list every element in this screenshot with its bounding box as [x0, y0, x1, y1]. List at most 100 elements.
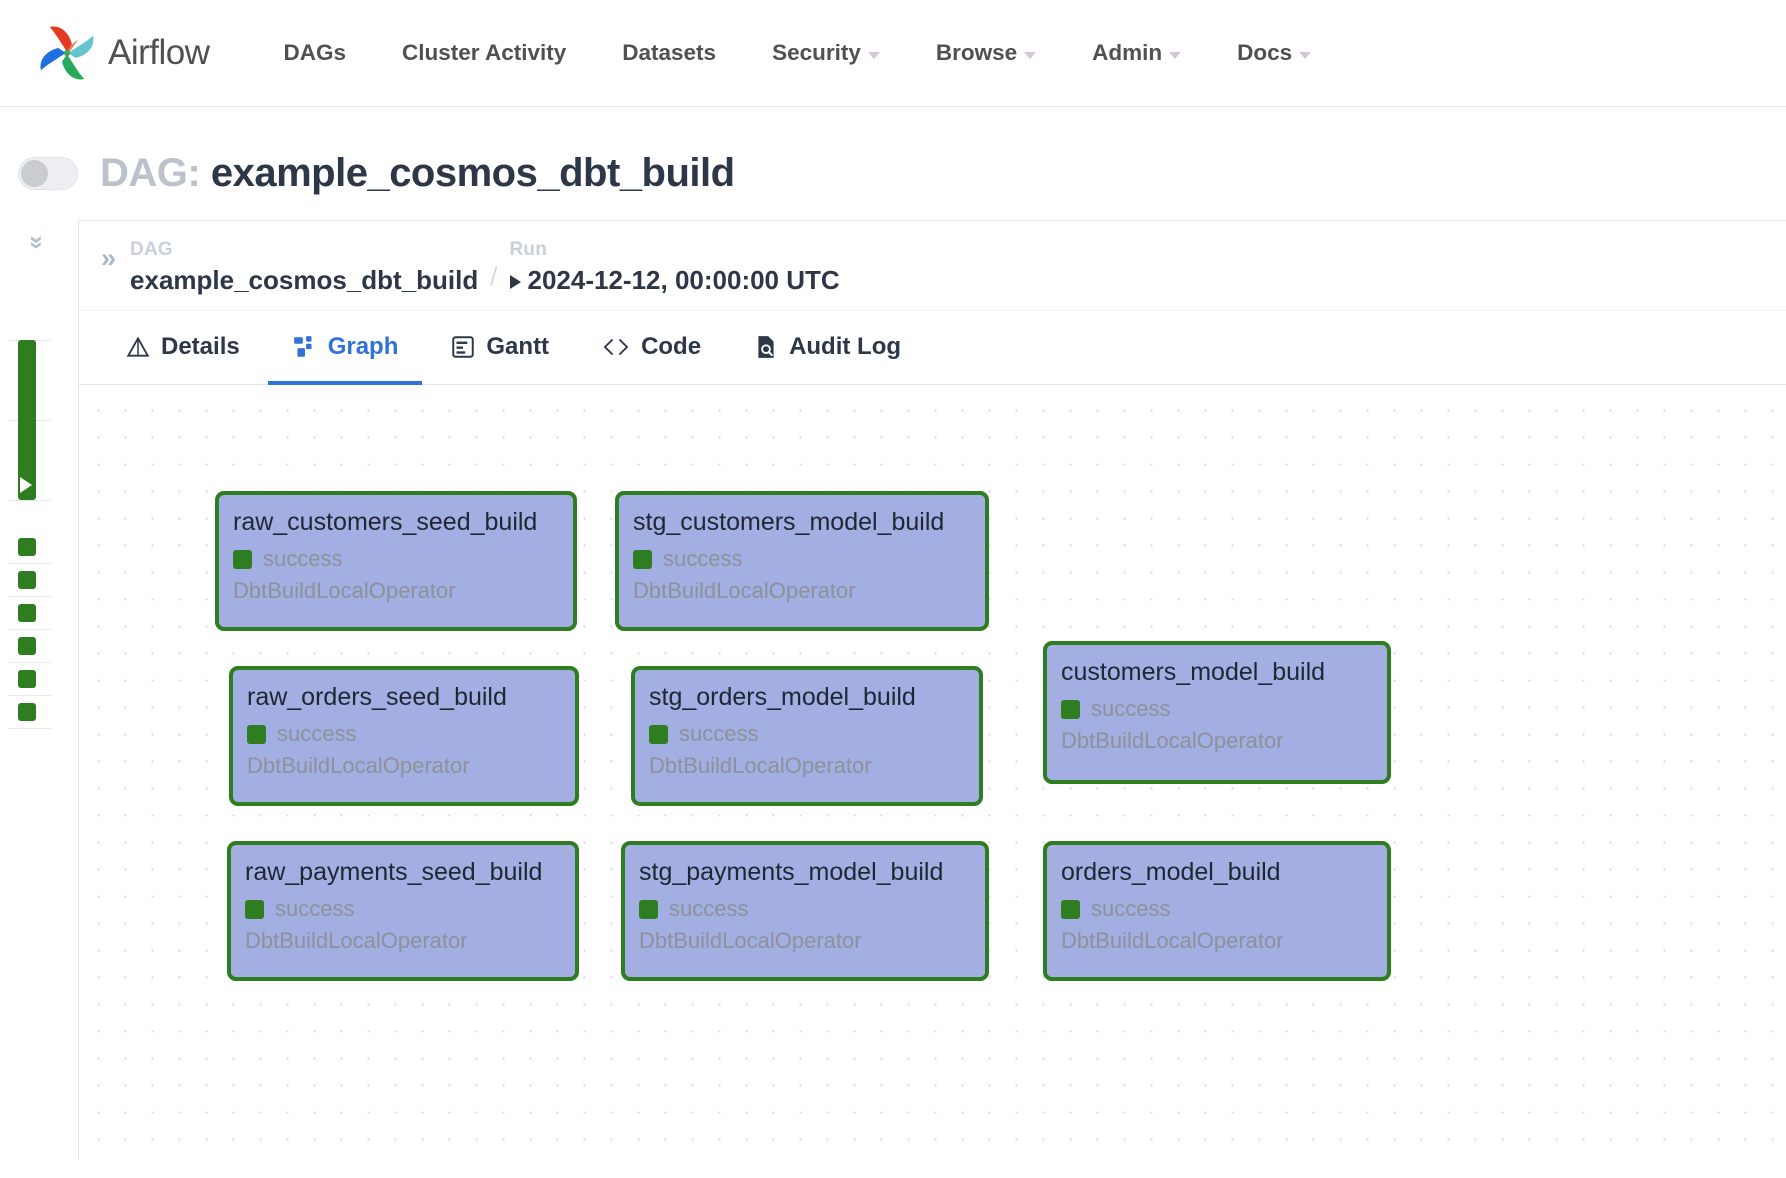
dag-header: DAG: example_cosmos_dbt_build [0, 107, 1786, 220]
node-status-text: success [679, 721, 759, 746]
page-title: DAG: example_cosmos_dbt_build [100, 151, 735, 196]
node-status: success [245, 896, 561, 922]
node-status-text: success [669, 896, 749, 921]
breadcrumb-columns: DAG example_cosmos_dbt_build / Run 2024-… [130, 239, 840, 296]
status-badge [649, 724, 668, 744]
tab-graph[interactable]: Graph [267, 311, 423, 385]
breadcrumb-dag-label: DAG [130, 239, 173, 260]
task-square[interactable] [18, 538, 36, 556]
status-badge [633, 549, 652, 569]
tab-gantt[interactable]: Gantt [426, 311, 573, 385]
toggle-knob [21, 160, 48, 187]
chevron-down-icon [867, 51, 880, 59]
code-icon [604, 339, 629, 355]
node-title: raw_customers_seed_build [233, 508, 538, 536]
grid-sidebar: » [0, 220, 78, 1160]
nav-item-security[interactable]: Security [744, 30, 908, 76]
nav-item-label: Security [772, 40, 861, 65]
nav-item-datasets[interactable]: Datasets [594, 30, 744, 76]
node-status-text: success [1091, 696, 1171, 721]
tab-label: Audit Log [789, 333, 902, 360]
task-square-row [8, 637, 52, 663]
task-square-row [8, 703, 52, 729]
graph-node[interactable]: stg_payments_model_build success DbtBuil… [621, 841, 989, 981]
page-title-prefix: DAG: [100, 151, 201, 195]
graph-node[interactable]: raw_payments_seed_build success DbtBuild… [227, 841, 579, 981]
nav-item-label: Docs [1237, 40, 1293, 65]
breadcrumb-dag: DAG example_cosmos_dbt_build [130, 239, 478, 296]
node-status: success [1061, 896, 1373, 922]
graph-canvas[interactable]: raw_customers_seed_build success DbtBuil… [79, 385, 1786, 1160]
breadcrumb-run-value: 2024-12-12, 00:00:00 UTC [527, 265, 840, 295]
nav-item-cluster-activity[interactable]: Cluster Activity [374, 30, 594, 76]
graph-node[interactable]: stg_orders_model_build success DbtBuildL… [631, 666, 983, 806]
breadcrumb-dag-value[interactable]: example_cosmos_dbt_build [130, 265, 479, 295]
task-square[interactable] [18, 670, 36, 688]
node-status: success [649, 721, 965, 747]
chevron-double-icon[interactable]: » [23, 235, 52, 250]
node-status-text: success [275, 896, 355, 921]
nav-item-label: Datasets [622, 40, 717, 65]
node-status-text: success [263, 546, 343, 571]
graph-node[interactable]: stg_customers_model_build success DbtBui… [615, 491, 989, 631]
breadcrumb-run-value-wrap[interactable]: 2024-12-12, 00:00:00 UTC [509, 265, 840, 296]
dag-pause-toggle[interactable] [18, 157, 78, 190]
chevron-down-icon [1299, 51, 1312, 59]
node-operator: DbtBuildLocalOperator [245, 928, 468, 953]
task-square[interactable] [18, 571, 36, 589]
status-badge [639, 899, 658, 919]
node-title: stg_payments_model_build [639, 858, 944, 886]
node-status-text: success [1091, 896, 1171, 921]
brand-logo[interactable]: Airflow [36, 22, 210, 84]
node-title: orders_model_build [1061, 858, 1281, 886]
status-badge [247, 724, 266, 744]
node-status: success [639, 896, 971, 922]
task-instance-squares [8, 538, 52, 729]
status-badge [1061, 899, 1080, 919]
task-square[interactable] [18, 637, 36, 655]
tab-details[interactable]: Details [101, 311, 264, 385]
node-operator: DbtBuildLocalOperator [649, 753, 872, 778]
graph-node[interactable]: orders_model_build success DbtBuildLocal… [1043, 841, 1391, 981]
status-badge [233, 549, 252, 569]
node-status-text: success [277, 721, 357, 746]
task-square[interactable] [18, 604, 36, 622]
graph-node[interactable]: customers_model_build success DbtBuildLo… [1043, 641, 1391, 784]
tab-code[interactable]: Code [577, 311, 725, 385]
tab-bar: Details Graph Gantt [79, 311, 1786, 385]
node-operator: DbtBuildLocalOperator [1061, 928, 1284, 953]
status-badge [245, 899, 264, 919]
nav-item-docs[interactable]: Docs [1209, 30, 1339, 76]
nav-item-browse[interactable]: Browse [908, 30, 1064, 76]
dag-run-bar-wrap [8, 340, 50, 501]
nav-item-label: Admin [1092, 40, 1163, 65]
content-area: » » DAG example_cosmos_dbt_build [0, 220, 1786, 1160]
audit-log-icon [758, 336, 774, 358]
selected-run-marker-icon [20, 477, 32, 493]
nav-item-dags[interactable]: DAGs [256, 30, 375, 76]
node-status: success [633, 546, 971, 572]
node-title: raw_payments_seed_build [245, 858, 543, 886]
nav-item-admin[interactable]: Admin [1064, 30, 1209, 76]
graph-node[interactable]: raw_customers_seed_build success DbtBuil… [215, 491, 577, 631]
task-square-row [8, 670, 52, 696]
tab-audit-log[interactable]: Audit Log [729, 311, 925, 385]
graph-icon [293, 336, 312, 357]
airflow-pinwheel-icon [40, 26, 94, 80]
graph-node[interactable]: raw_orders_seed_build success DbtBuildLo… [229, 666, 579, 806]
task-square-row [8, 604, 52, 630]
node-operator: DbtBuildLocalOperator [639, 928, 862, 953]
triangle-icon [126, 336, 150, 357]
task-square[interactable] [18, 703, 36, 721]
breadcrumb-separator: / [490, 261, 498, 291]
node-status: success [233, 546, 559, 572]
task-square-row [8, 538, 52, 564]
breadcrumb: » DAG example_cosmos_dbt_build / Run 202… [79, 221, 1786, 311]
dag-run-bar[interactable] [18, 340, 36, 500]
node-operator: DbtBuildLocalOperator [233, 578, 456, 603]
expand-chevron-icon[interactable]: » [101, 243, 117, 273]
node-title: stg_customers_model_build [633, 508, 945, 536]
play-triangle-icon [509, 274, 521, 289]
node-operator: DbtBuildLocalOperator [633, 578, 856, 603]
main-panel: » DAG example_cosmos_dbt_build / Run 202… [78, 220, 1786, 1160]
